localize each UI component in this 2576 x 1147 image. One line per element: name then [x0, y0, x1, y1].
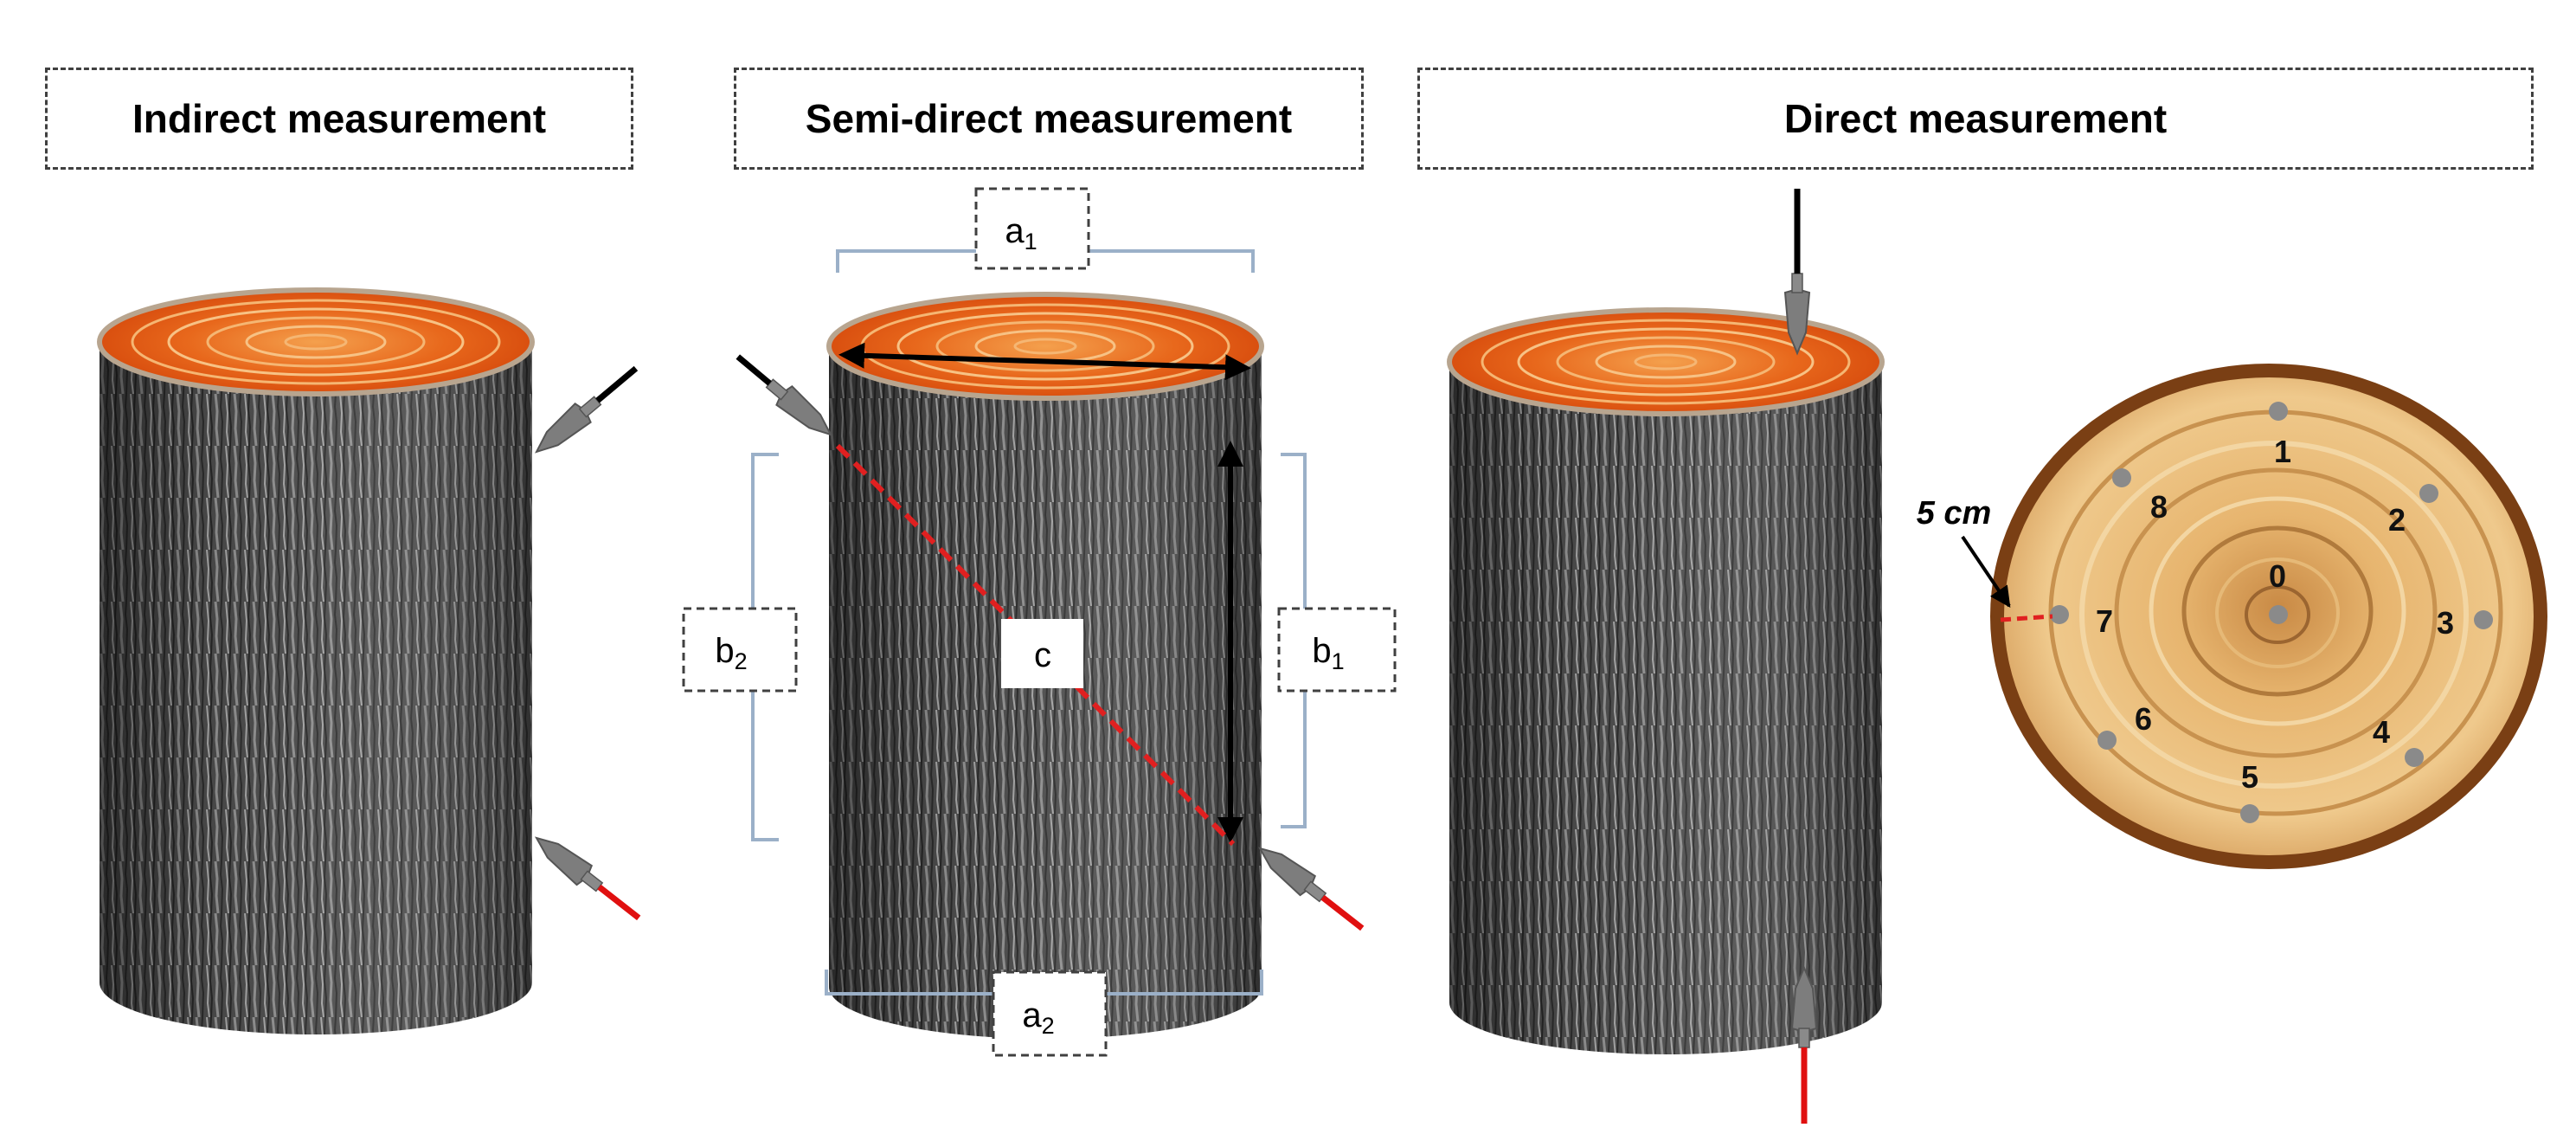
indirect-log [100, 290, 532, 1034]
point-label-3: 3 [2437, 605, 2454, 641]
label-b1-sub: 1 [1332, 648, 1345, 674]
label-b2-sub: 2 [735, 648, 748, 674]
semi-direct-top-sensor [736, 354, 839, 445]
label-a1-text: a [1005, 212, 1025, 250]
direct-bottom-sensor [1791, 967, 1817, 1124]
point-8 [2112, 468, 2131, 487]
point-label-6: 6 [2135, 701, 2152, 737]
direct-title-text: Direct measurement [1783, 96, 2168, 141]
label-a2-sub: 2 [1042, 1013, 1055, 1039]
label-b2: b2 [682, 607, 798, 693]
point-3 [2474, 610, 2493, 629]
svg-text:b2: b2 [715, 632, 747, 674]
point-4 [2405, 748, 2424, 767]
svg-text:a1: a1 [1005, 212, 1037, 255]
edge-distance-arrow [1961, 535, 2011, 608]
point-label-7: 7 [2096, 603, 2113, 639]
point-7 [2050, 605, 2069, 624]
point-labels: 0 1 2 3 4 5 6 7 8 [2096, 434, 2454, 795]
point-0 [2269, 605, 2288, 624]
edge-distance-label: 5 cm [1917, 495, 1992, 532]
semi-direct-bottom-sensor [1251, 837, 1365, 931]
label-a1-sub: 1 [1025, 229, 1037, 255]
point-5 [2240, 804, 2259, 823]
measurement-points [2050, 402, 2493, 823]
label-b2-text: b [715, 632, 734, 670]
label-a2: a2 [992, 970, 1108, 1057]
semi-direct-measurement-title: Semi-direct measurement [734, 68, 1364, 170]
top-diameter-arrow [838, 342, 1251, 381]
svg-text:b1: b1 [1312, 632, 1344, 674]
cross-section-disc [1990, 364, 2547, 869]
label-a1: a1 [974, 187, 1090, 270]
point-2 [2419, 484, 2438, 503]
point-label-4: 4 [2373, 714, 2390, 750]
point-label-8: 8 [2150, 489, 2168, 525]
direct-measurement-title: Direct measurement [1417, 68, 2534, 170]
direct-top-sensor [1784, 189, 1810, 354]
indirect-title-text: Indirect measurement [132, 96, 547, 141]
point-label-5: 5 [2241, 759, 2258, 795]
point-1 [2269, 402, 2288, 421]
point-label-0: 0 [2269, 558, 2286, 594]
point-6 [2097, 731, 2117, 750]
label-a2-text: a [1022, 996, 1042, 1034]
label-c-text: c [1034, 636, 1051, 674]
indirect-top-sensor [528, 365, 639, 462]
indirect-bottom-sensor [528, 827, 641, 921]
label-c: c [1001, 619, 1083, 688]
edge-distance-dash [2000, 614, 2053, 622]
semi-direct-title-text: Semi-direct measurement [805, 96, 1293, 141]
point-label-1: 1 [2274, 434, 2291, 469]
label-b1: b1 [1277, 607, 1397, 693]
label-b1-text: b [1312, 632, 1331, 670]
point-label-2: 2 [2388, 502, 2406, 538]
direct-log [1449, 310, 1882, 1054]
indirect-measurement-title: Indirect measurement [45, 68, 633, 170]
svg-text:a2: a2 [1022, 996, 1054, 1039]
